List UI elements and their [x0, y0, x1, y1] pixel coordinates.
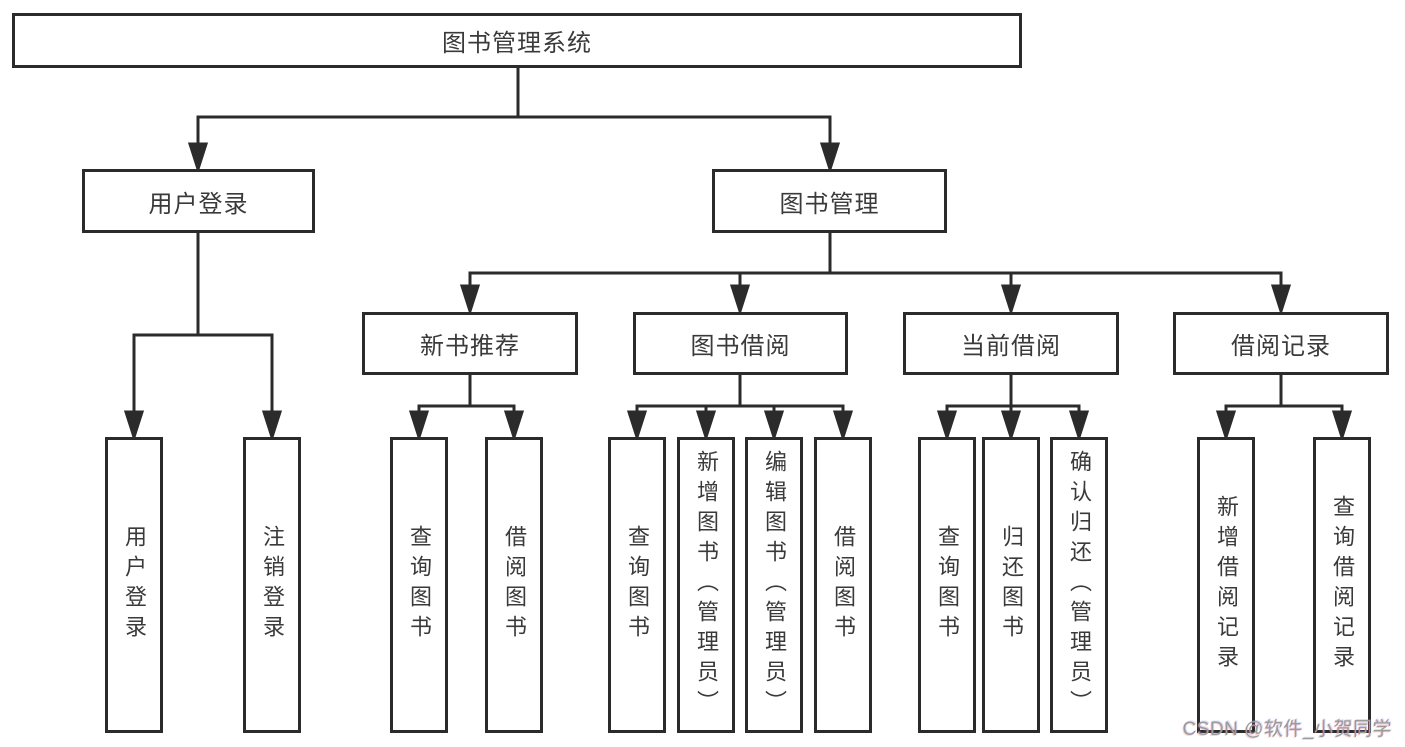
- node-current-borrowing: 当前借阅: [903, 312, 1119, 375]
- leaf-borrow-books: 借阅图书: [814, 437, 872, 733]
- node-label: 用户登录: [148, 190, 249, 218]
- watermark-text: CSDN @软件_小贺同学: [1182, 719, 1392, 740]
- leaf-return-books: 归还图书: [982, 437, 1040, 733]
- leaf-label: 查询图书: [625, 525, 650, 645]
- connector-root-to-level2: [187, 68, 841, 174]
- leaf-logout: 注销登录: [243, 437, 301, 733]
- leaf-label: 借阅图书: [502, 525, 527, 645]
- node-book-management: 图书管理: [712, 169, 947, 233]
- node-label: 图书管理: [779, 190, 880, 218]
- node-label: 当前借阅: [961, 333, 1061, 360]
- leaf-label: 用户登录: [122, 525, 147, 645]
- leaf-query-books-recommend: 查询图书: [390, 437, 448, 733]
- node-library-management-system: 图书管理系统: [12, 13, 1022, 68]
- node-user-login: 用户登录: [82, 169, 315, 233]
- leaf-query-borrow-record: 查询借阅记录: [1313, 437, 1371, 733]
- leaf-label: 借阅图书: [831, 525, 856, 645]
- node-label: 图书借阅: [690, 333, 791, 360]
- leaf-query-books-borrowing: 查询图书: [608, 437, 666, 733]
- leaf-add-borrow-record: 新增借阅记录: [1197, 437, 1255, 733]
- leaf-label: 查询图书: [407, 525, 432, 645]
- leaf-label: 归还图书: [999, 525, 1024, 645]
- leaf-label: 编辑图书（管理员）: [762, 450, 787, 720]
- leaf-edit-books-admin: 编辑图书（管理员）: [745, 437, 803, 733]
- leaf-label: 新增图书（管理员）: [694, 450, 719, 720]
- node-label: 借阅记录: [1231, 333, 1331, 360]
- leaf-user-login: 用户登录: [105, 437, 163, 733]
- node-label: 图书管理系统: [442, 30, 592, 57]
- connector-new-book-recommendation-children: [408, 375, 525, 442]
- node-label: 新书推荐: [420, 333, 520, 360]
- leaf-label: 查询图书: [935, 525, 960, 645]
- leaf-label: 注销登录: [260, 525, 285, 645]
- leaf-query-books-current: 查询图书: [918, 437, 976, 733]
- node-new-book-recommendation: 新书推荐: [362, 312, 578, 375]
- leaf-label: 查询借阅记录: [1330, 495, 1355, 675]
- connector-book-borrowing-children: [626, 375, 854, 442]
- node-borrowing-records: 借阅记录: [1173, 312, 1389, 375]
- leaf-label: 确认归还（管理员）: [1067, 450, 1092, 720]
- connector-book-management-children: [459, 233, 1292, 316]
- connector-borrowing-records-children: [1215, 375, 1353, 442]
- leaf-add-books-admin: 新增图书（管理员）: [677, 437, 735, 733]
- connector-user-login-children: [123, 233, 283, 442]
- leaf-label: 新增借阅记录: [1214, 495, 1239, 675]
- leaf-borrow-books-recommend: 借阅图书: [485, 437, 543, 733]
- leaf-confirm-return-admin: 确认归还（管理员）: [1050, 437, 1108, 733]
- connector-current-borrowing-children: [936, 375, 1090, 442]
- node-book-borrowing: 图书借阅: [633, 312, 848, 375]
